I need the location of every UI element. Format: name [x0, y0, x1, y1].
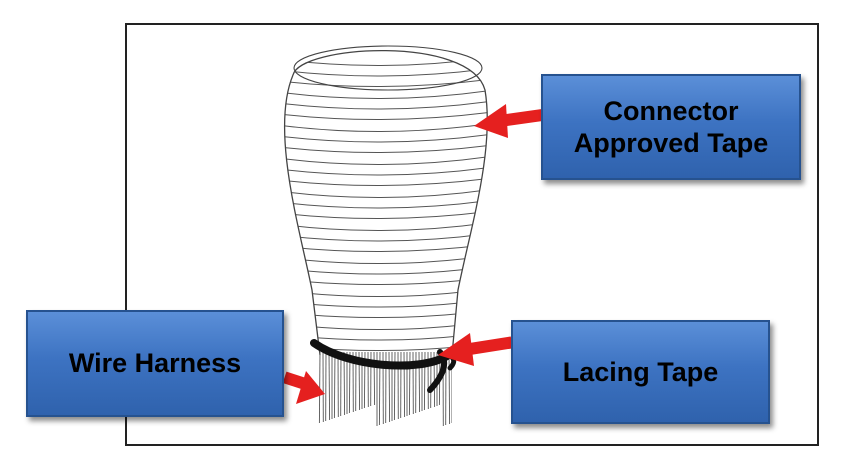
connector-outline [283, 49, 488, 356]
tape-wrap-line [284, 308, 488, 319]
arrow-connector [474, 104, 543, 138]
tape-wrap-line [284, 132, 488, 143]
tape-wrap-line [284, 143, 488, 154]
arrow-wire-harness [282, 371, 325, 404]
wire-strand [318, 352, 321, 424]
connector-tape-wraps [284, 55, 488, 352]
tape-wrap-line [284, 209, 488, 220]
tape-wrap-line [284, 231, 488, 242]
tape-wrap-line [284, 242, 488, 253]
tape-wrap-line [284, 220, 488, 231]
wire-strand [333, 352, 336, 419]
tape-wrap-line [284, 77, 488, 88]
tape-wrap-line [284, 198, 488, 209]
wire-strand [343, 352, 346, 416]
tape-wrap-line [284, 165, 488, 176]
lacing-tape-callout: Lacing Tape [511, 320, 770, 424]
tape-wrap-line [284, 99, 488, 110]
tape-wrap-line [284, 121, 488, 132]
arrow-lacing [438, 333, 513, 366]
wire-harness-callout: Wire Harness [26, 310, 284, 417]
tape-wrap-line [284, 297, 488, 308]
connector-opening [293, 45, 483, 91]
tape-wrap-line [284, 187, 488, 198]
tape-wrap-line [284, 275, 488, 286]
tape-wrap-line [284, 319, 488, 330]
arrows [282, 104, 543, 404]
connector-approved-tape-callout: Connector Approved Tape [541, 74, 801, 180]
wire-strand [328, 352, 331, 421]
tape-wrap-line [284, 264, 488, 275]
tape-wrap-line [284, 110, 488, 121]
tape-wrap-line [284, 154, 488, 165]
tape-wrap-line [284, 286, 488, 297]
wire-strand [448, 352, 451, 425]
tape-wrap-line [284, 88, 488, 99]
tape-wrap-line [284, 176, 488, 187]
lacing-tape-band [310, 339, 451, 370]
tape-wrap-line [284, 66, 488, 77]
